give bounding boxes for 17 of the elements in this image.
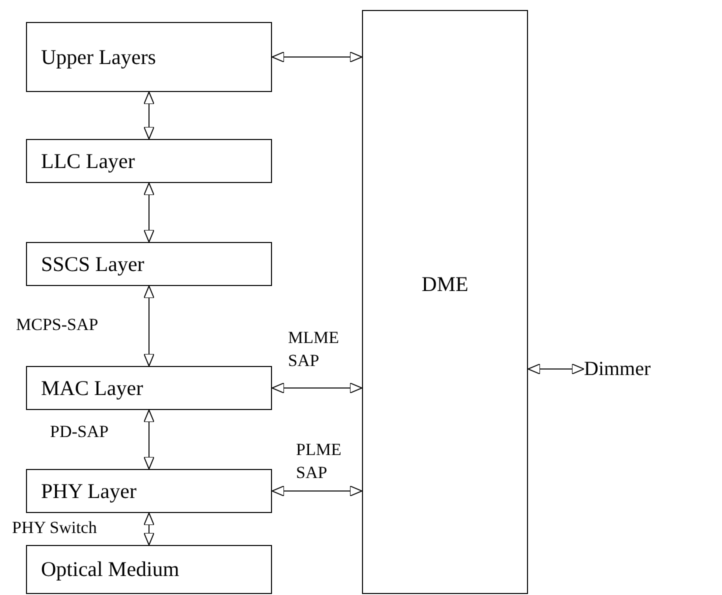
double-arrow bbox=[272, 486, 362, 496]
double-arrow bbox=[144, 410, 154, 470]
layer-box: LLC Layer bbox=[26, 139, 272, 183]
layer-box: PHY Layer bbox=[26, 469, 272, 513]
layer-box: Upper Layers bbox=[26, 22, 272, 92]
double-arrow bbox=[272, 382, 362, 394]
double-arrow bbox=[272, 52, 362, 62]
entity-box: DME bbox=[362, 10, 528, 594]
layer-box: SSCS Layer bbox=[26, 242, 272, 286]
double-arrow bbox=[144, 512, 154, 546]
layer-box: MAC Layer bbox=[26, 366, 272, 410]
layer-box: Optical Medium bbox=[26, 545, 272, 594]
double-arrow bbox=[528, 364, 584, 374]
text-label: Dimmer bbox=[584, 355, 664, 383]
double-arrow bbox=[144, 286, 154, 366]
double-arrow bbox=[144, 92, 154, 140]
double-arrow bbox=[144, 182, 154, 242]
